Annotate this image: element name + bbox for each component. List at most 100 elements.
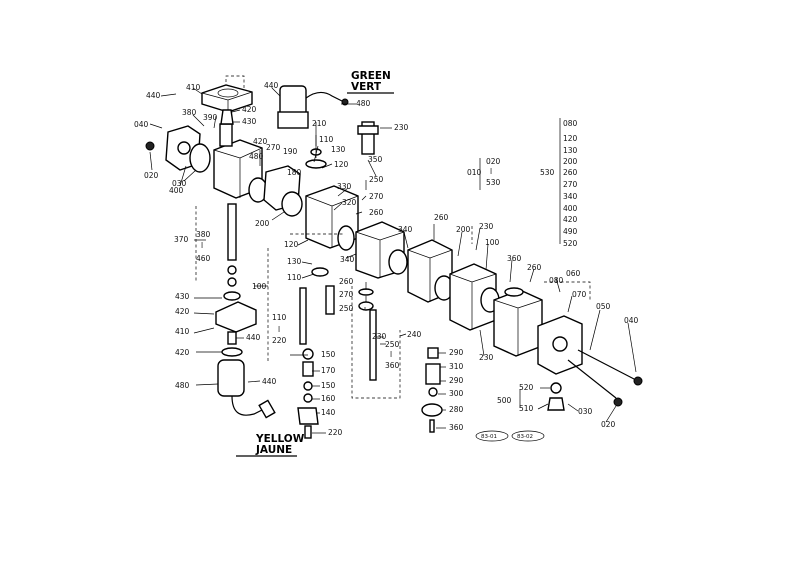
range-marks: l l l l [201, 118, 561, 359]
callout: 430 [175, 292, 190, 301]
callout: 070 [572, 290, 587, 299]
spool-column-right [421, 347, 443, 433]
callout: 210 [312, 119, 327, 128]
range-mark: l [390, 350, 392, 359]
spool-column-mid [358, 288, 377, 381]
callout: 200 [456, 225, 471, 234]
callout: 340 [398, 225, 413, 234]
wire-labels: GREEN VERT YELLOW JAUNE [236, 70, 394, 457]
callout: 110 [319, 135, 334, 144]
callout: 220 [272, 336, 287, 345]
callout: 360 [507, 254, 522, 263]
callout: 410 [186, 83, 201, 92]
callout: 150 [321, 381, 336, 390]
callout: 390 [203, 113, 218, 122]
callout: 020 [601, 420, 616, 429]
callout: 040 [624, 316, 639, 325]
group-list-item: 260 [563, 168, 578, 177]
callout: 530 [540, 168, 555, 177]
callout: 360 [385, 361, 400, 370]
callout: 440 [246, 333, 261, 342]
callout: 270 [369, 192, 384, 201]
callout: 400 [169, 186, 184, 195]
callout: 120 [334, 160, 349, 169]
callout: 370 [174, 235, 189, 244]
callout: 440 [264, 81, 279, 90]
callout: 440 [146, 91, 161, 100]
callout: 100 [485, 238, 500, 247]
callout: 260 [369, 208, 384, 217]
solenoid-top [277, 85, 349, 129]
callout: 290 [449, 348, 464, 357]
callout: 330 [337, 182, 352, 191]
callout: 460 [196, 254, 211, 263]
green-label: GREEN [351, 70, 391, 82]
valve-body-4 [407, 239, 454, 303]
callout: 420 [175, 348, 190, 357]
callout: 180 [287, 168, 302, 177]
callout: 320 [342, 198, 357, 207]
callout: 350 [368, 155, 383, 164]
part-drawings: 83-01 83-02 [145, 75, 643, 442]
spool-column-left [215, 203, 276, 419]
callout: 010 [467, 168, 482, 177]
gasket-plates [248, 165, 303, 217]
callout: 440 [262, 377, 277, 386]
callout: 520 [519, 383, 534, 392]
group-list-item: 400 [563, 204, 578, 213]
group-list-item: 200 [563, 157, 578, 166]
callout: 110 [272, 313, 287, 322]
group-list-item: 270 [563, 180, 578, 189]
group-list-item: 080 [563, 119, 578, 128]
callout: 500 [497, 396, 512, 405]
ref-code-2: 83-02 [517, 434, 533, 440]
callout: 190 [283, 147, 298, 156]
callout: 290 [449, 376, 464, 385]
callout: 020 [486, 157, 501, 166]
callout: 480 [175, 381, 190, 390]
ref-code-1: 83-01 [481, 434, 497, 440]
group-list-item: 340 [563, 192, 578, 201]
reference-badges: 83-01 83-02 [475, 430, 545, 442]
callout: 120 [284, 240, 299, 249]
cover-410 [201, 75, 253, 113]
callout-labels: 440 410 440 480 420 430 380 390 040 020 … [134, 81, 639, 437]
valve-body-6 [493, 287, 543, 357]
callout: 250 [339, 304, 354, 313]
leader-lines [149, 87, 637, 434]
callout: 020 [144, 171, 159, 180]
callout: 340 [340, 255, 355, 264]
callout: 430 [242, 117, 257, 126]
valve-body-3 [337, 221, 408, 279]
group-list-item: 130 [563, 146, 578, 155]
callout: 080 [549, 276, 564, 285]
jaune-label: JAUNE [255, 444, 292, 456]
callout: 030 [172, 179, 187, 188]
callout: 260 [434, 213, 449, 222]
callout: 380 [196, 230, 211, 239]
callout: 220 [328, 428, 343, 437]
callout: 130 [331, 145, 346, 154]
callout: 360 [449, 423, 464, 432]
callout: 230 [479, 353, 494, 362]
callout: 480 [356, 99, 371, 108]
group-list-item: 520 [563, 239, 578, 248]
callout: 250 [369, 175, 384, 184]
callout: 420 [253, 137, 268, 146]
callout: 170 [321, 366, 336, 375]
callout: 200 [255, 219, 270, 228]
end-cover-right [537, 315, 643, 407]
callout: 420 [175, 307, 190, 316]
callout: 250 [385, 340, 400, 349]
callout: 140 [321, 408, 336, 417]
callout: 060 [566, 269, 581, 278]
range-mark: l [490, 167, 492, 176]
group-boundaries [195, 206, 591, 399]
callout: 410 [175, 327, 190, 336]
callout: 480 [249, 152, 264, 161]
callout: 380 [182, 108, 197, 117]
small-assembly-500 [547, 382, 565, 411]
callout: 300 [449, 389, 464, 398]
vert-label: VERT [351, 81, 382, 93]
